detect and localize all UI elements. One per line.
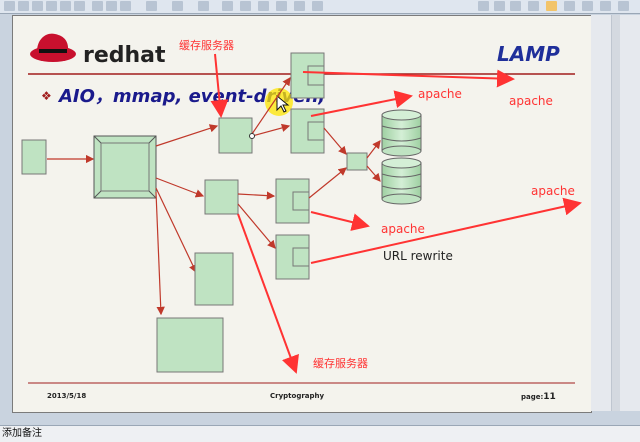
load-balancer-box bbox=[93, 135, 157, 199]
proxy-box-1 bbox=[218, 117, 253, 154]
logo-text: redhat bbox=[83, 43, 166, 68]
bullet-icon: ❖ bbox=[41, 89, 52, 103]
storage-box bbox=[156, 317, 224, 373]
toolbar-button-active[interactable] bbox=[546, 1, 557, 11]
toolbar-button[interactable] bbox=[92, 1, 103, 11]
toolbar-button[interactable] bbox=[18, 1, 29, 11]
apache-box-4 bbox=[275, 234, 310, 280]
toolbar-button[interactable] bbox=[564, 1, 575, 11]
footer-date: 2013/5/18 bbox=[47, 392, 86, 400]
apache-box-1 bbox=[290, 52, 325, 99]
toolbar-button[interactable] bbox=[312, 1, 323, 11]
powerpoint-toolbar bbox=[0, 0, 640, 14]
toolbar-button[interactable] bbox=[198, 1, 209, 11]
notes-pane[interactable]: 添加备注 bbox=[0, 425, 640, 442]
bullet-text: AIO，mmap, event-driven, bbox=[57, 86, 325, 107]
apache-box-2 bbox=[290, 108, 325, 154]
toolbar-button[interactable] bbox=[46, 1, 57, 11]
toolbar-button[interactable] bbox=[600, 1, 611, 11]
footer-page-number: 11 bbox=[543, 392, 556, 402]
url-rewrite-label: URL rewrite bbox=[383, 249, 453, 263]
toolbar-button[interactable] bbox=[240, 1, 251, 11]
client-box bbox=[21, 139, 47, 175]
proxy-box-2 bbox=[204, 179, 239, 215]
slide-drawing: redhat LAMP ❖ AIO，mmap, event-driven, bbox=[21, 33, 582, 402]
server-box bbox=[194, 252, 234, 306]
toolbar-button[interactable] bbox=[582, 1, 593, 11]
toolbar-button[interactable] bbox=[106, 1, 117, 11]
slide-title: LAMP bbox=[497, 42, 560, 66]
toolbar-button[interactable] bbox=[172, 1, 183, 11]
footer-center-text: Cryptography bbox=[270, 392, 324, 400]
notes-placeholder: 添加备注 bbox=[2, 428, 42, 439]
apache-box-3 bbox=[275, 178, 310, 224]
toolbar-button[interactable] bbox=[618, 1, 629, 11]
apache-label-1: apache bbox=[418, 87, 462, 101]
apache-label-4: apache bbox=[381, 222, 425, 236]
toolbar-button[interactable] bbox=[222, 1, 233, 11]
redhat-logo: redhat bbox=[30, 33, 166, 68]
vertical-scrollbar[interactable] bbox=[591, 15, 640, 411]
scrollbar-track[interactable] bbox=[611, 15, 620, 411]
footer-page-label: page: bbox=[521, 393, 543, 401]
slide-canvas[interactable]: redhat LAMP ❖ AIO，mmap, event-driven, bbox=[12, 15, 592, 413]
toolbar-button[interactable] bbox=[494, 1, 505, 11]
database-icon bbox=[381, 109, 422, 157]
toolbar-button[interactable] bbox=[120, 1, 131, 11]
toolbar-button[interactable] bbox=[528, 1, 539, 11]
apache-label-2: apache bbox=[509, 94, 553, 108]
toolbar-button[interactable] bbox=[294, 1, 305, 11]
mouse-pointer-icon bbox=[276, 94, 290, 113]
toolbar-button[interactable] bbox=[4, 1, 15, 11]
toolbar-button[interactable] bbox=[510, 1, 521, 11]
database-icon bbox=[381, 157, 422, 205]
apache-label-3: apache bbox=[531, 184, 575, 198]
cache-server-label-top: 缓存服务器 bbox=[179, 38, 234, 52]
toolbar-button[interactable] bbox=[478, 1, 489, 11]
toolbar-button[interactable] bbox=[146, 1, 157, 11]
toolbar-button[interactable] bbox=[74, 1, 85, 11]
cache-server-label-bottom: 缓存服务器 bbox=[313, 356, 368, 370]
toolbar-button[interactable] bbox=[276, 1, 287, 11]
database-router-box bbox=[346, 152, 368, 171]
svg-text:page:11: page:11 bbox=[521, 392, 556, 402]
toolbar-button[interactable] bbox=[32, 1, 43, 11]
toolbar-button[interactable] bbox=[60, 1, 71, 11]
toolbar-button[interactable] bbox=[258, 1, 269, 11]
